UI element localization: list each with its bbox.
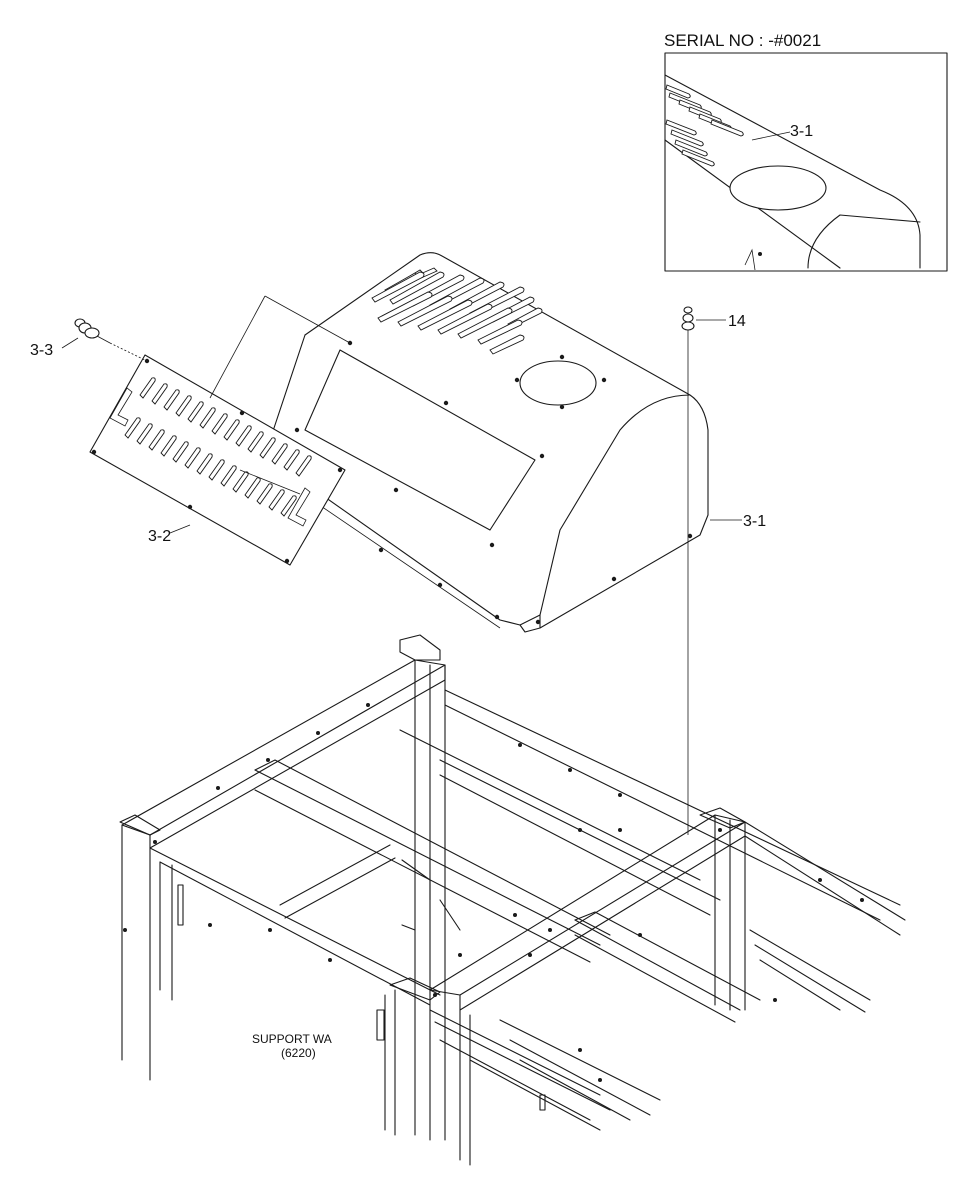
support-frame bbox=[119, 634, 906, 1166]
callout-14: 14 bbox=[728, 313, 746, 330]
support-label-line1: SUPPORT WA bbox=[252, 1032, 332, 1046]
callout-3-2: 3-2 bbox=[148, 528, 171, 545]
cover-bolt-holes bbox=[294, 340, 693, 625]
inset-cover-drawing bbox=[664, 74, 921, 271]
louver-plate bbox=[89, 354, 346, 566]
serial-number-label: SERIAL NO : -#0021 bbox=[664, 31, 821, 50]
cover-vent-slots bbox=[371, 267, 543, 355]
inset-callout-3-1: 3-1 bbox=[790, 123, 813, 140]
inset-frame bbox=[664, 52, 948, 272]
screw-3-3 bbox=[74, 318, 146, 361]
plate-leader-line bbox=[169, 524, 191, 534]
callout-3-1: 3-1 bbox=[743, 513, 766, 530]
support-label-line2: (6220) bbox=[281, 1046, 316, 1060]
plate-slots bbox=[124, 377, 312, 517]
top-cover bbox=[264, 252, 709, 633]
bolt-14 bbox=[681, 306, 695, 835]
screw-leader-line bbox=[61, 337, 79, 349]
callout-3-3: 3-3 bbox=[30, 342, 53, 359]
inset-detail: SERIAL NO : -#0021 3-1 bbox=[664, 31, 948, 272]
